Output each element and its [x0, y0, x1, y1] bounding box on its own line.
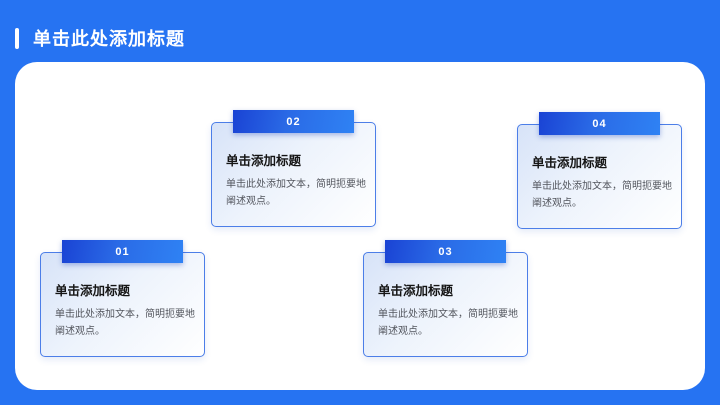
step-number-badge: 02	[233, 110, 354, 133]
step-card-04[interactable]: 04 单击添加标题 单击此处添加文本，简明扼要地阐述观点。	[517, 112, 682, 229]
step-card-title[interactable]: 单击添加标题	[226, 154, 302, 168]
step-card-body[interactable]: 单击此处添加文本，简明扼要地阐述观点。	[532, 181, 672, 209]
step-number-badge: 04	[539, 112, 660, 135]
step-card-title[interactable]: 单击添加标题	[378, 284, 454, 298]
step-card-body[interactable]: 单击此处添加文本，简明扼要地阐述观点。	[226, 179, 366, 207]
step-card-box: 单击添加标题 单击此处添加文本，简明扼要地阐述观点。	[517, 124, 682, 229]
step-card-box: 单击添加标题 单击此处添加文本，简明扼要地阐述观点。	[40, 252, 205, 357]
step-card-title[interactable]: 单击添加标题	[532, 156, 608, 170]
title-accent-bar	[15, 27, 19, 49]
step-card-box: 单击添加标题 单击此处添加文本，简明扼要地阐述观点。	[211, 122, 376, 227]
step-card-box: 单击添加标题 单击此处添加文本，简明扼要地阐述观点。	[363, 252, 528, 357]
slide-title-placeholder[interactable]: 单击此处添加标题	[33, 29, 185, 49]
step-card-02[interactable]: 02 单击添加标题 单击此处添加文本，简明扼要地阐述观点。	[211, 110, 376, 227]
content-panel: 01 单击添加标题 单击此处添加文本，简明扼要地阐述观点。 02 单击添加标题 …	[15, 62, 705, 390]
step-number-badge: 03	[385, 240, 506, 263]
step-number-badge: 01	[62, 240, 183, 263]
step-card-body[interactable]: 单击此处添加文本，简明扼要地阐述观点。	[55, 309, 195, 337]
step-card-title[interactable]: 单击添加标题	[55, 284, 131, 298]
step-card-body[interactable]: 单击此处添加文本，简明扼要地阐述观点。	[378, 309, 518, 337]
slide-header: 单击此处添加标题	[15, 27, 185, 49]
step-card-01[interactable]: 01 单击添加标题 单击此处添加文本，简明扼要地阐述观点。	[40, 240, 205, 357]
step-card-03[interactable]: 03 单击添加标题 单击此处添加文本，简明扼要地阐述观点。	[363, 240, 528, 357]
